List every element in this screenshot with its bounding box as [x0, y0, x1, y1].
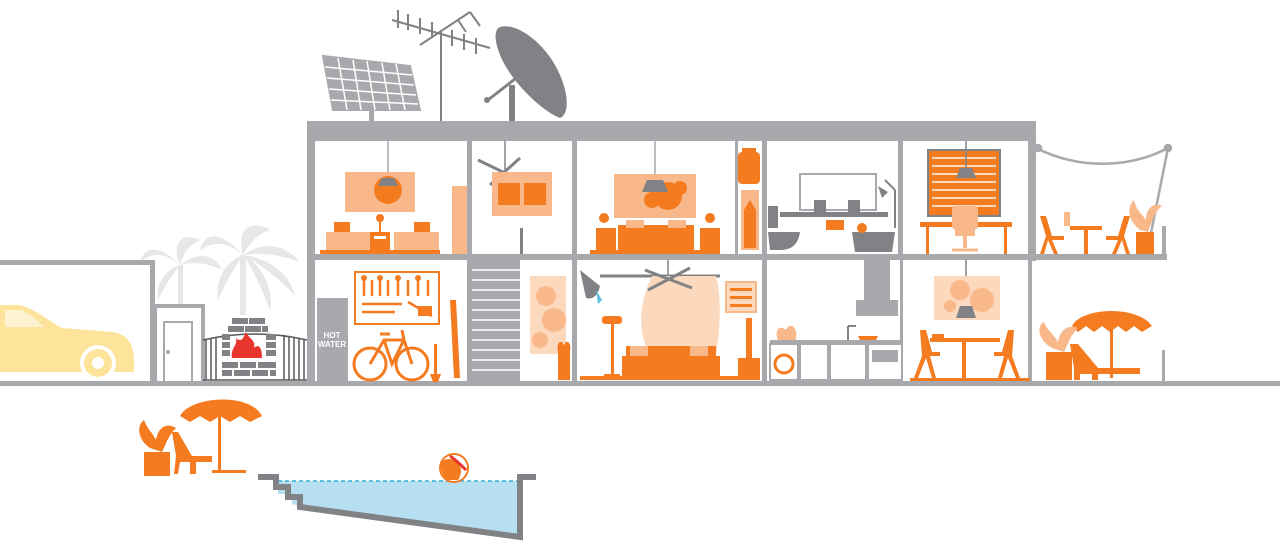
- living-room: [580, 260, 760, 380]
- home-office: [920, 141, 1012, 254]
- staircase: [472, 260, 520, 381]
- hallway: [530, 276, 571, 380]
- hot-water-sign-line2: WATER: [318, 340, 347, 349]
- utility-room: HOT WATER: [317, 271, 460, 382]
- walk-in-closet: [738, 148, 760, 250]
- upper-study: [477, 141, 552, 254]
- bathroom: [768, 173, 896, 252]
- bedroom-1: [320, 141, 467, 254]
- tv-antenna: [391, 10, 491, 121]
- garage: [0, 260, 155, 385]
- satellite-dish: [484, 26, 567, 121]
- master-bedroom: [590, 141, 720, 254]
- bicycle: [352, 329, 430, 382]
- car: [0, 305, 134, 381]
- side-gate: [153, 304, 205, 385]
- outdoor-fireplace: [202, 318, 308, 381]
- palm-trees: [140, 225, 300, 315]
- kitchen: [769, 260, 903, 381]
- hot-water-sign-line1: HOT: [324, 331, 341, 340]
- patio: [1039, 310, 1152, 380]
- solar-panel: [321, 54, 422, 121]
- power-line: [1033, 143, 1173, 249]
- beach-ball: [439, 453, 469, 483]
- ground-line: [0, 381, 1280, 386]
- house-frame: [307, 121, 1167, 385]
- balcony: [1040, 200, 1162, 254]
- swimming-pool: [258, 474, 536, 541]
- dining-area: [910, 260, 1030, 381]
- backyard: [139, 399, 262, 476]
